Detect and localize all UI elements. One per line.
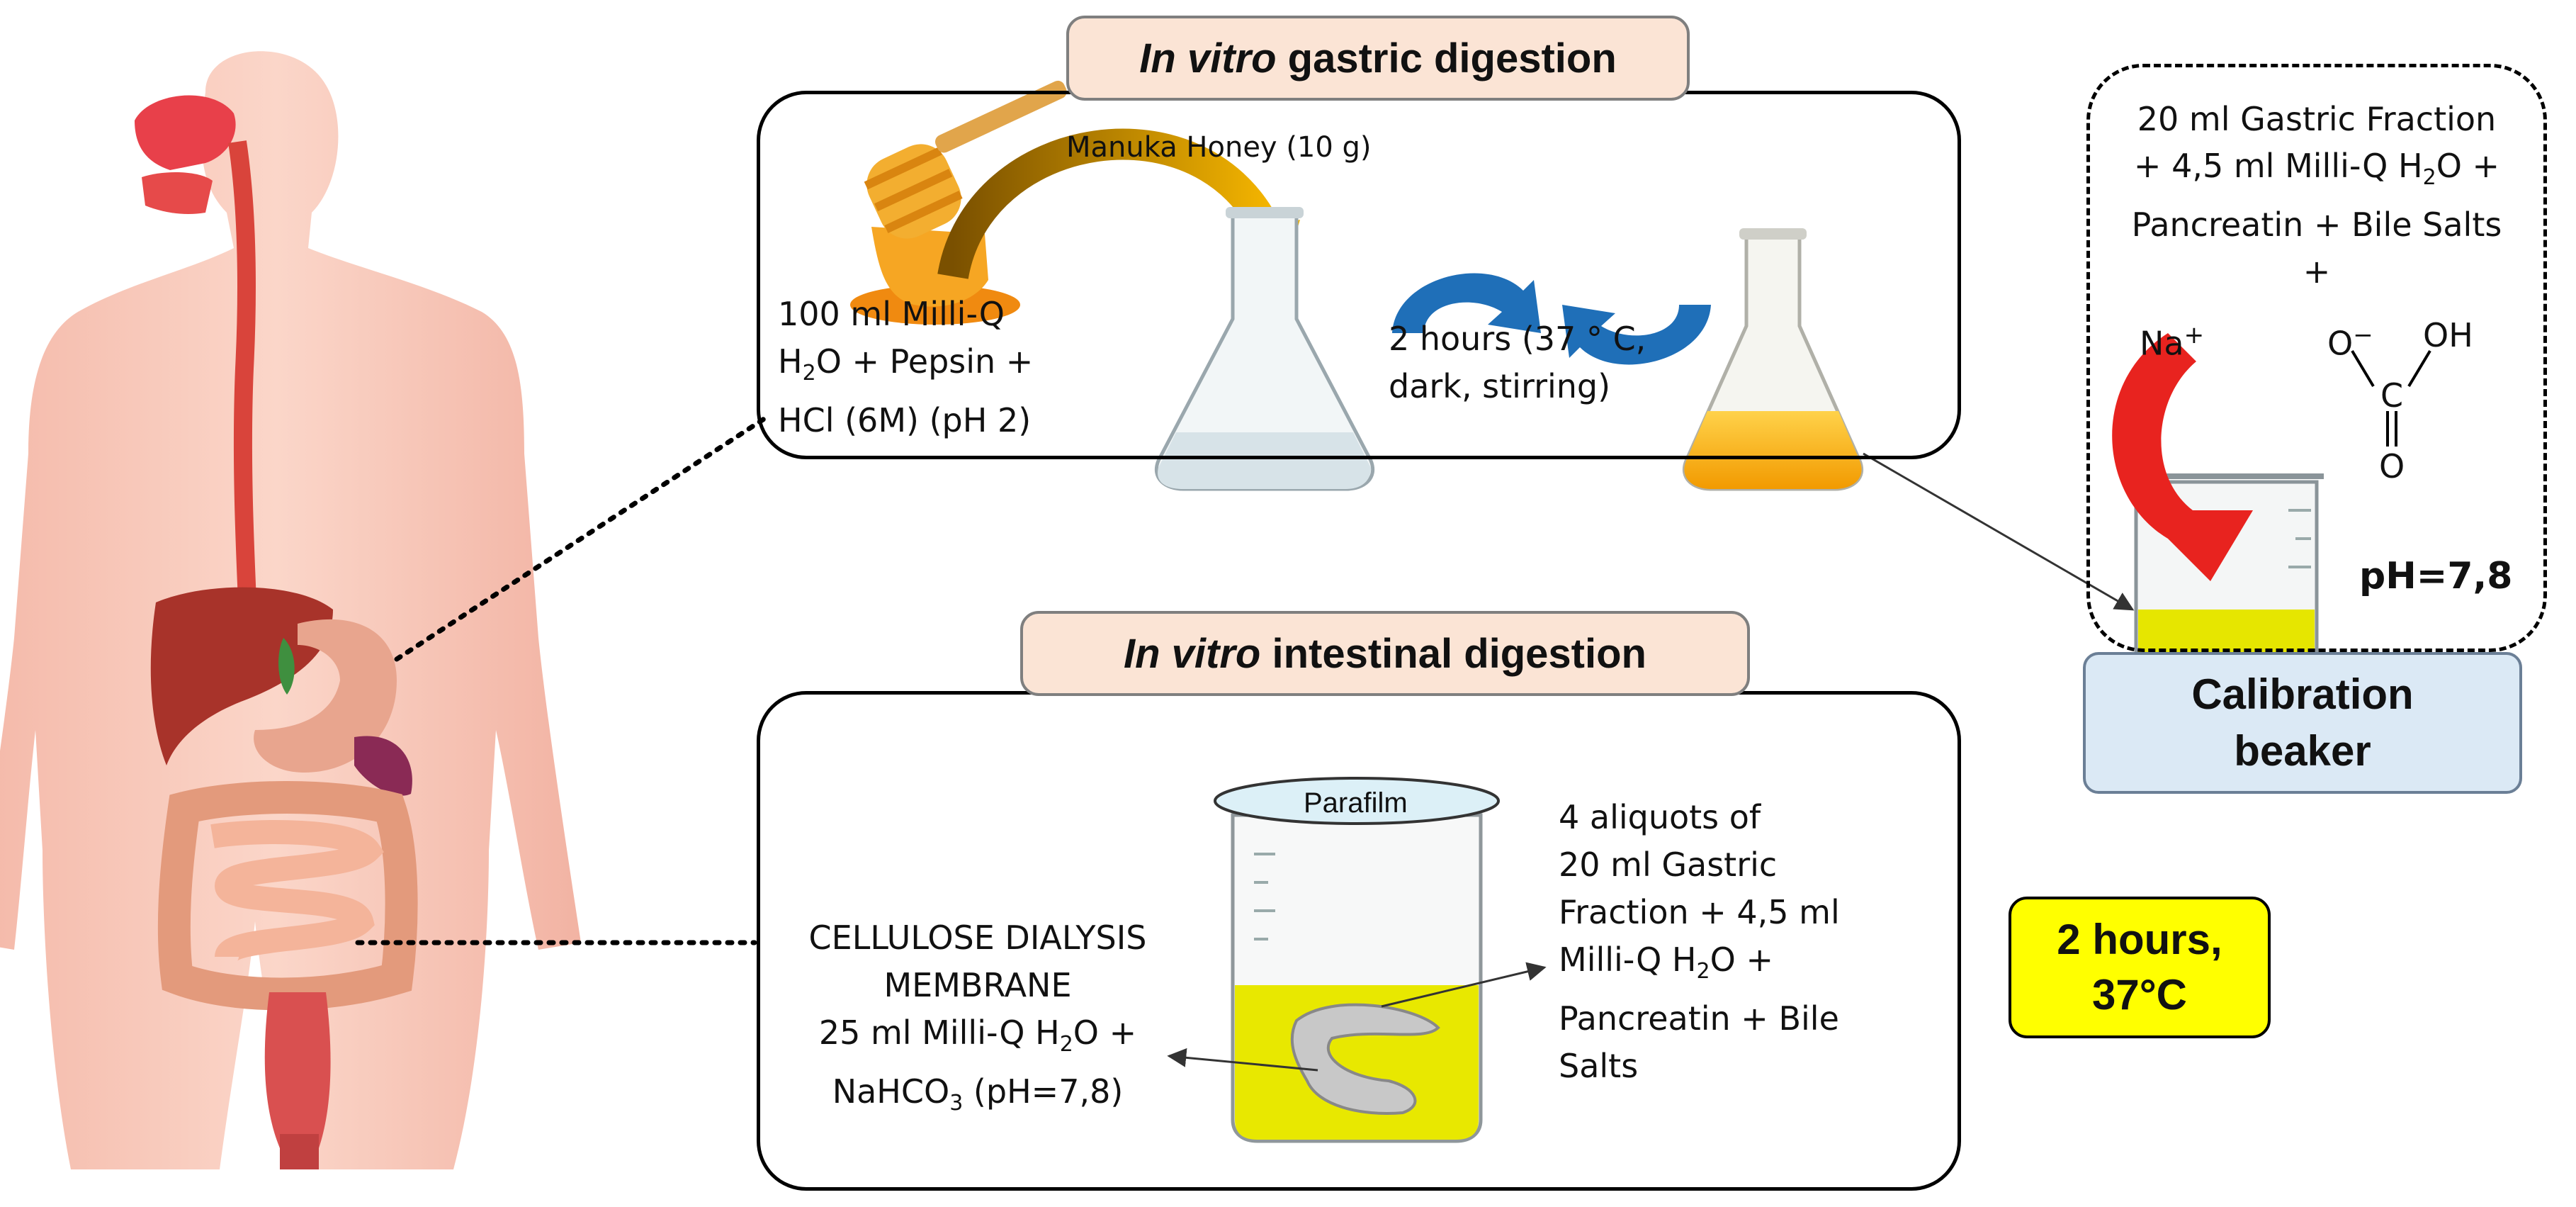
calibration-line-1: 20 ml Gastric Fraction [2137,100,2497,138]
gastric-title: In vitro gastric digestion [1066,16,1690,101]
aliquot-arrow [1381,962,1547,1008]
intestinal-title-italic: In vitro [1124,630,1261,677]
hours-line-1: 2 hours, [2057,916,2222,963]
carbonyl-oxygen: O [2379,447,2405,485]
membrane-line-2: MEMBRANE [883,966,1072,1004]
gastric-title-italic: In vitro [1139,35,1277,82]
incubation-label: 2 hours (37 ° C, dark, stirring) [1389,315,1646,410]
transfer-arrow [937,128,1283,280]
dialysis-membrane [1290,1003,1440,1115]
aliquot-line-4: Milli-Q H2O + [1559,941,1773,984]
intestinal-title-text: intestinal digestion [1260,630,1646,677]
membrane-arrow [1167,1048,1318,1072]
carbon-atom: C [2380,376,2404,415]
stirring-rotation-icon [1392,273,1711,365]
aliquot-line-6: Salts [1559,1047,1639,1086]
calibration-box-line-1: Calibration [2191,670,2414,718]
gastric-medium-label: 100 ml Milli-Q H2O + Pepsin + HCl (6M) (… [778,291,1033,444]
red-addition-arrow [2112,333,2253,581]
bicarbonate-structure [2351,349,2431,447]
membrane-line-3: 25 ml Milli-Q H2O + [818,1014,1137,1057]
medium-line-2: H2O + Pepsin + [778,342,1034,386]
membrane-line-1: CELLULOSE DIALYSIS [808,919,1147,957]
sodium-ion: Na+ [2140,321,2205,363]
membrane-line-4: NaHCO3 (pH=7,8) [832,1072,1124,1116]
calibration-plus: + [2303,252,2331,291]
calibration-beaker-label: Calibration beaker [2083,652,2522,794]
aliquot-line-1: 4 aliquots of [1559,798,1761,836]
gastric-title-text: gastric digestion [1276,35,1617,82]
calibration-line-2: + 4,5 ml Milli-Q H2O + [2133,147,2500,191]
aliquot-line-5: Pancreatin + Bile [1559,999,1839,1038]
parafilm-cover [1214,777,1500,825]
calibration-box-line-2: beaker [2234,727,2371,775]
erlenmeyer-flask-digested [1683,228,1863,491]
calibration-ph: pH=7,8 [2359,555,2513,597]
aliquot-label: 4 aliquots of 20 ml Gastric Fraction + 4… [1559,794,1840,1090]
carboxylate-oxygen: O− [2327,321,2373,363]
intestinal-title: In vitro intestinal digestion [1020,611,1750,696]
aliquot-line-2: 20 ml Gastric [1559,846,1778,884]
calibration-line-3: Pancreatin + Bile Salts [2131,206,2502,245]
calibration-panel [2086,64,2547,652]
aliquot-line-3: Fraction + 4,5 ml [1559,893,1840,931]
incubation-line-2: dark, stirring) [1389,367,1611,405]
incubation-line-1: 2 hours (37 ° C, [1389,320,1646,358]
human-body-illustration [0,51,581,1169]
calibration-recipe: 20 ml Gastric Fraction + 4,5 ml Milli-Q … [2108,96,2526,295]
membrane-label: CELLULOSE DIALYSIS MEMBRANE 25 ml Milli-… [779,914,1176,1127]
erlenmeyer-flask-empty [1155,207,1374,491]
incubation-time-box: 2 hours, 37°C [2009,897,2271,1038]
medium-line-3: HCl (6M) (pH 2) [778,401,1032,440]
stomach-connector-line [394,415,768,662]
honey-dipper-icon [850,80,1067,325]
hours-line-2: 37°C [2091,971,2188,1018]
parafilm-label: Parafilm [1304,787,1408,819]
hydroxyl-group: OH [2423,316,2473,354]
medium-line-1: 100 ml Milli-Q [778,295,1005,333]
honey-label: Manuka Honey (10 g) [1066,131,1372,164]
